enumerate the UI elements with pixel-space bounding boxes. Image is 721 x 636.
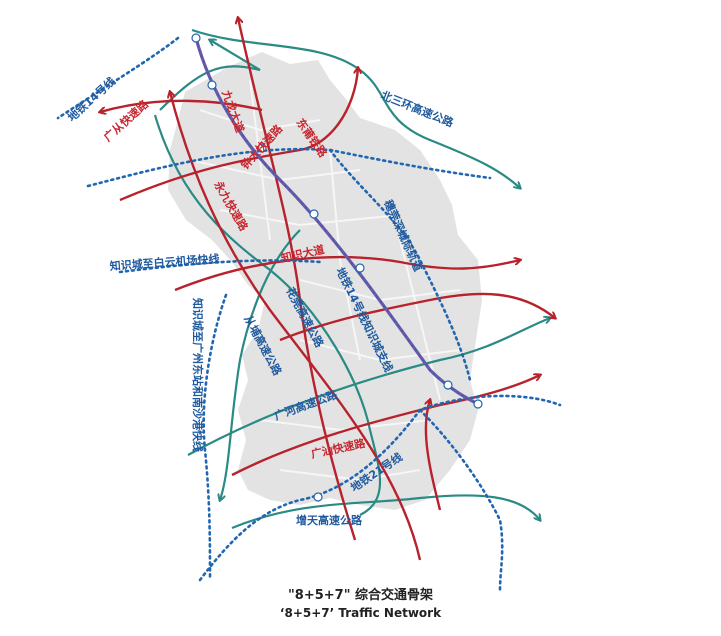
station-marker [191,33,201,43]
east-red-road [426,400,442,511]
guanghe-expressway [187,318,550,456]
metro21-line [198,394,562,582]
zhishi-avenue-branch [279,292,555,342]
yongjiu-fast-road [170,92,422,561]
metro14-branch-line [191,33,483,502]
rail-lines [56,36,562,592]
guangcong-fast-road [100,99,263,112]
label-zengtian: 增天高速公路 [296,513,363,527]
station-marker [257,143,267,153]
map-caption-chinese: "8+5+7" 综合交通骨架 [288,588,433,603]
zhishi-baiyun-line [118,259,322,274]
fast-roads [100,18,555,561]
station-marker [309,209,319,219]
label-zhishi-baiyun: 知识城至白云机场快线 [108,251,220,273]
zhishi-gzeast-line [202,293,228,582]
metro14-line [56,36,180,120]
guanhui-intercity [328,148,472,382]
label-guangcong: 广从快速路 [101,96,152,144]
label-zhishi-gzeast: 知识城至广州东站和南沙港快线 [191,297,205,452]
station-marker [443,380,453,390]
zengtian-expressway [231,494,540,530]
station-marker [355,263,365,273]
station-marker [207,80,217,90]
zhishi-avenue [174,255,520,292]
station-marker [313,492,323,502]
beisanhuan-expressway [191,28,520,188]
dongpu-railway [86,147,492,188]
station-marker [473,399,483,409]
zhongshan-fast-road [119,68,358,202]
jiulong-avenue [238,18,357,541]
label-metro14: 地铁14号线 [65,74,118,124]
map-caption-english: ‘8+5+7’ Traffic Network [279,606,442,620]
district-area [168,52,482,510]
huaguan-expressway [153,114,381,516]
metro21-south [418,408,504,592]
